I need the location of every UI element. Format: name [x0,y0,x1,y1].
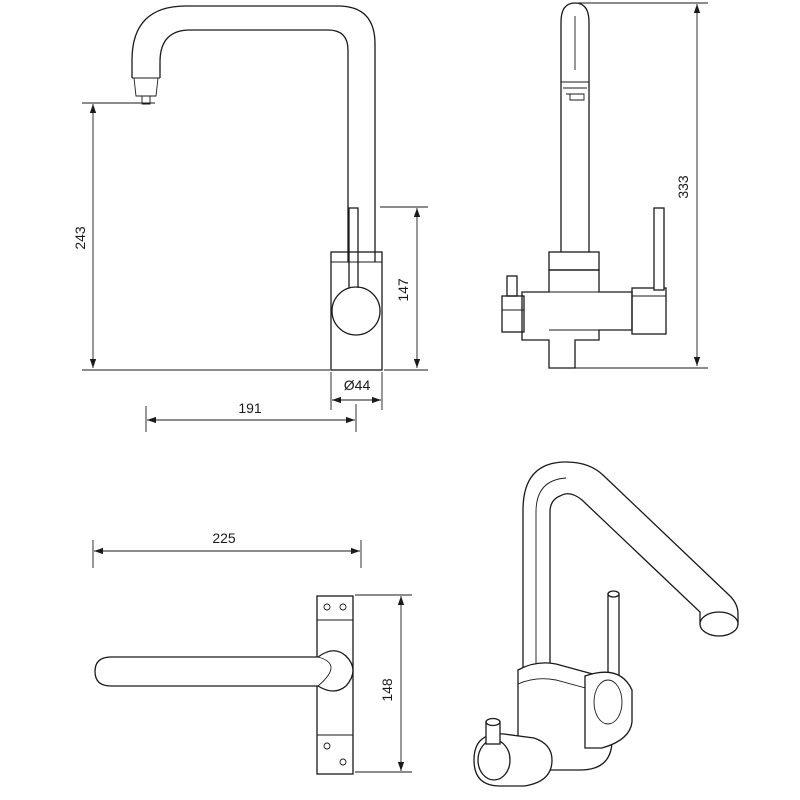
dim-label-225: 225 [212,530,236,546]
dim-label-243: 243 [72,226,88,250]
dim-label-191: 191 [238,400,262,416]
dim-label-148: 148 [379,678,395,702]
dim-label-333: 333 [675,175,691,199]
persp-spout [522,461,739,673]
front-body [330,251,383,371]
side-spout [560,2,590,252]
side-right-cartridge [631,287,667,335]
side-lever [653,207,665,291]
side-left-knob [501,295,525,333]
top-view: 225 148 [92,530,412,775]
persp-aerator [699,611,739,637]
persp-lever [607,593,620,681]
front-aerator [132,77,160,105]
front-spout-inner [159,29,349,262]
dim-label-147: 147 [395,278,411,302]
perspective-view [473,461,739,787]
front-lever [348,207,359,299]
front-cartridge-circle [331,286,381,336]
side-body [521,269,633,369]
top-spout-arm [94,650,354,692]
front-view: 243 147 Ø44 191 [72,5,428,432]
side-view: 333 [501,2,708,369]
side-collar [548,251,600,271]
persp-right-cartridge [584,671,633,749]
front-spout-outer [131,5,376,262]
dim-label-d44: Ø44 [344,377,371,393]
